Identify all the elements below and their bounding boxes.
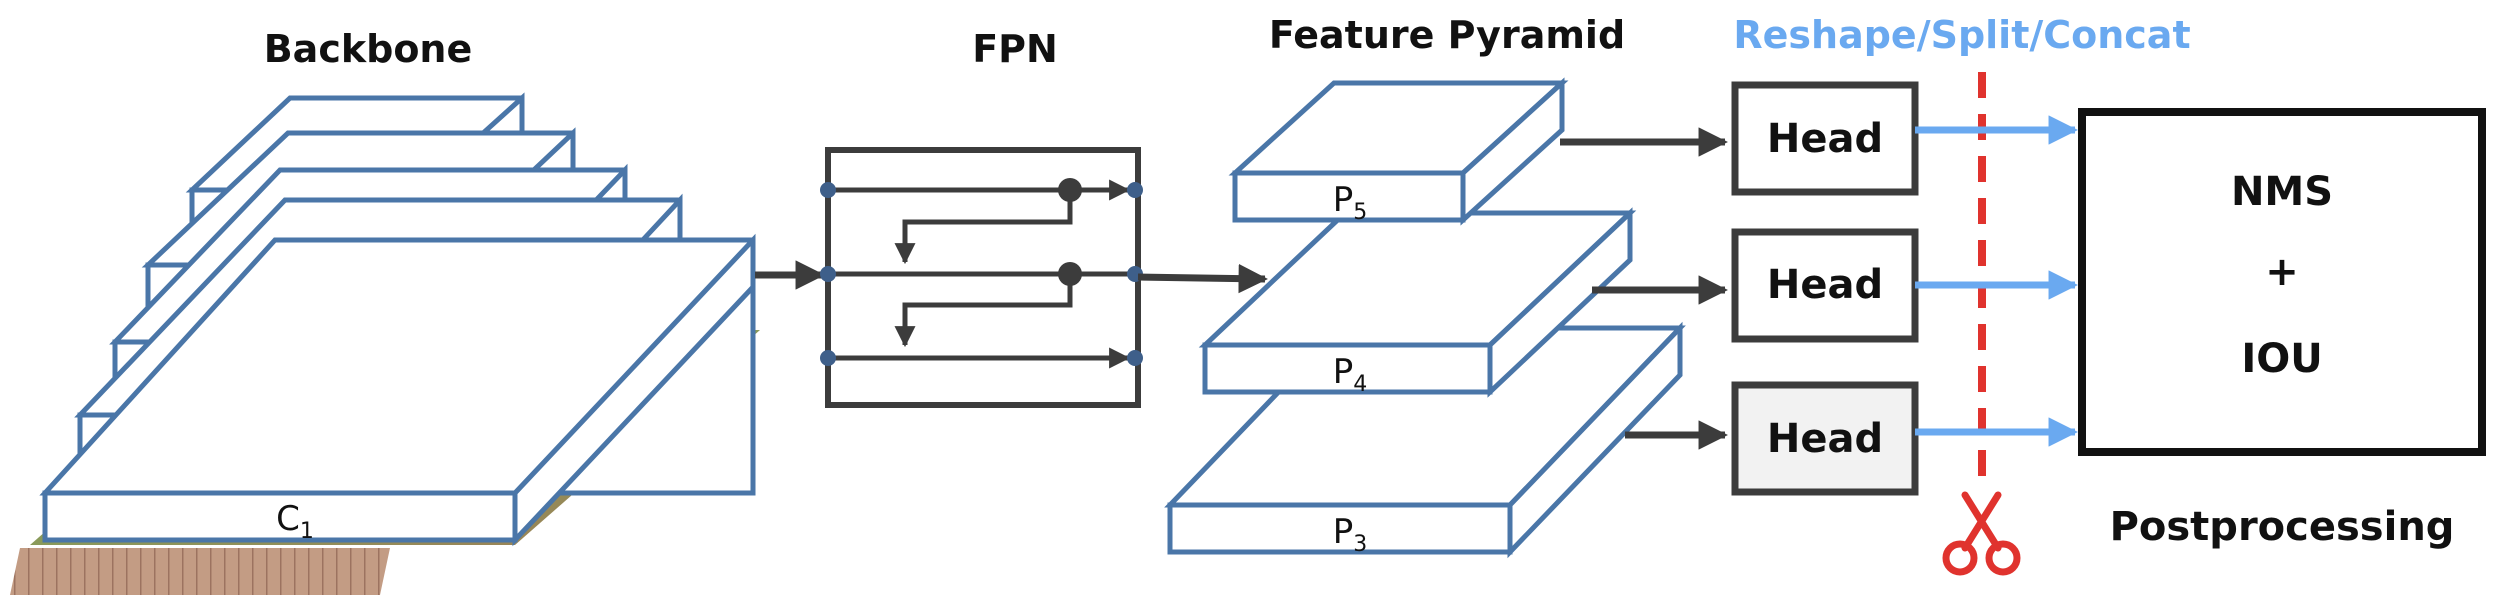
reshape-label: Reshape/Split/Concat (1733, 13, 2190, 57)
pyramid-level-p5: P5 (1228, 77, 1569, 226)
layer-label-c1: C1 (276, 499, 314, 544)
head-label: Head (1767, 416, 1883, 462)
postprocessing-title: Postprocessing (2110, 504, 2455, 550)
fpn-node (1127, 350, 1143, 366)
arrow-fpn-to-pyramid (1137, 263, 1268, 294)
postprocessing-line: NMS (2231, 169, 2333, 215)
postprocessing: NMS + IOU Postprocessing (2078, 108, 2486, 550)
fpn-topdown-path-1 (894, 190, 1073, 265)
postprocessing-line: IOU (2241, 336, 2322, 382)
backbone-layer-c1: C1 (39, 233, 756, 547)
head-label: Head (1767, 116, 1883, 162)
fpn-node (820, 266, 836, 282)
postprocessing-box (2078, 108, 2486, 456)
fpn-node (820, 182, 836, 198)
heads: Head Head Head (1731, 81, 1919, 496)
level-label-p4: P4 (1333, 352, 1368, 397)
fpn-node (820, 350, 836, 366)
level-label-p5: P5 (1333, 180, 1368, 225)
scissors-icon (1942, 491, 2021, 576)
backbone: Backbone C5 C4 C3 (10, 27, 825, 595)
level-label-p3: P3 (1333, 512, 1368, 557)
pyramid-level-p4: P4 (1198, 207, 1637, 398)
fpn: FPN (820, 27, 1268, 408)
fpn-title: FPN (972, 27, 1058, 71)
head-label: Head (1767, 262, 1883, 308)
postprocessing-line: + (2265, 249, 2299, 295)
fpn-topdown-path-2 (894, 274, 1073, 348)
head-box: Head (1731, 81, 1919, 196)
head-box: Head (1731, 381, 1919, 496)
fpn-node (1127, 182, 1143, 198)
feature-pyramid: Feature Pyramid P3 P4 P5 (1164, 13, 1728, 559)
head-box: Head (1731, 228, 1919, 343)
reshape-section: Reshape/Split/Concat (1733, 13, 2191, 576)
pyramid-title: Feature Pyramid (1269, 13, 1625, 57)
fpn-junction (1058, 178, 1082, 202)
backbone-title: Backbone (264, 27, 473, 71)
fpn-junction (1058, 262, 1082, 286)
